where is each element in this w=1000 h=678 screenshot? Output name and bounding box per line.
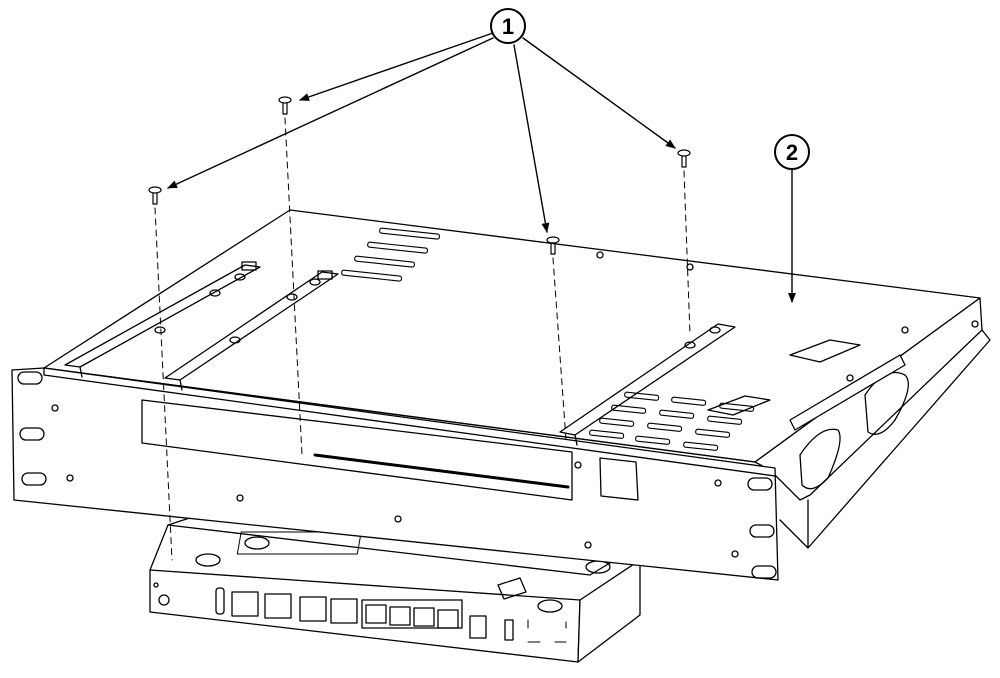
ear-mount-slot (19, 427, 45, 441)
router-top-panel (236, 531, 362, 555)
screw-icon (278, 96, 292, 115)
ear-mount-slot (747, 477, 773, 491)
callout-2: 2 (774, 134, 810, 170)
router-foot (537, 599, 563, 613)
mount-hole (584, 541, 592, 549)
ethernet-port-group (361, 599, 463, 629)
rack-mount-tray (11, 209, 991, 581)
ethernet-port (264, 593, 292, 619)
power-port (469, 615, 487, 639)
screw-icon (148, 186, 162, 205)
ear-mount-slot (749, 524, 775, 538)
left-rails (64, 261, 339, 391)
mount-hole (714, 479, 722, 487)
mount-hole (394, 515, 402, 523)
floor-cutout (789, 339, 861, 363)
floor-cutout (707, 395, 771, 416)
ethernet-port (299, 596, 327, 622)
ear-mount-slot (17, 371, 43, 385)
ethernet-port (413, 607, 435, 627)
callout-2-label: 2 (786, 140, 798, 165)
router-foot (244, 536, 270, 550)
usb-port (231, 591, 259, 617)
console-port (215, 587, 225, 615)
ear-mount-slot (751, 565, 777, 579)
mount-hole (574, 461, 582, 469)
vent-marks (527, 619, 567, 643)
ethernet-port (365, 604, 387, 624)
mount-hole (66, 474, 74, 482)
ethernet-port (437, 609, 459, 629)
router-side-face (577, 559, 641, 663)
screw-icon (546, 236, 560, 255)
right-rail (559, 323, 736, 446)
reset-button (504, 619, 514, 641)
callout-leaders (167, 32, 796, 303)
callout-1: 1 (490, 8, 526, 44)
mount-hole (731, 550, 739, 558)
mount-hole (51, 404, 59, 412)
router-foot (195, 553, 221, 567)
ethernet-port (389, 606, 411, 626)
router-front-face (149, 569, 581, 663)
alignment-lines (154, 117, 691, 561)
side-slot (799, 428, 841, 490)
screw-icon (677, 149, 691, 168)
mount-hole (236, 494, 244, 502)
ethernet-port (330, 598, 358, 624)
callout-1-label: 1 (502, 14, 514, 39)
screws (148, 96, 691, 255)
ear-mount-slot (21, 472, 47, 486)
front-square-cutout (599, 457, 639, 501)
